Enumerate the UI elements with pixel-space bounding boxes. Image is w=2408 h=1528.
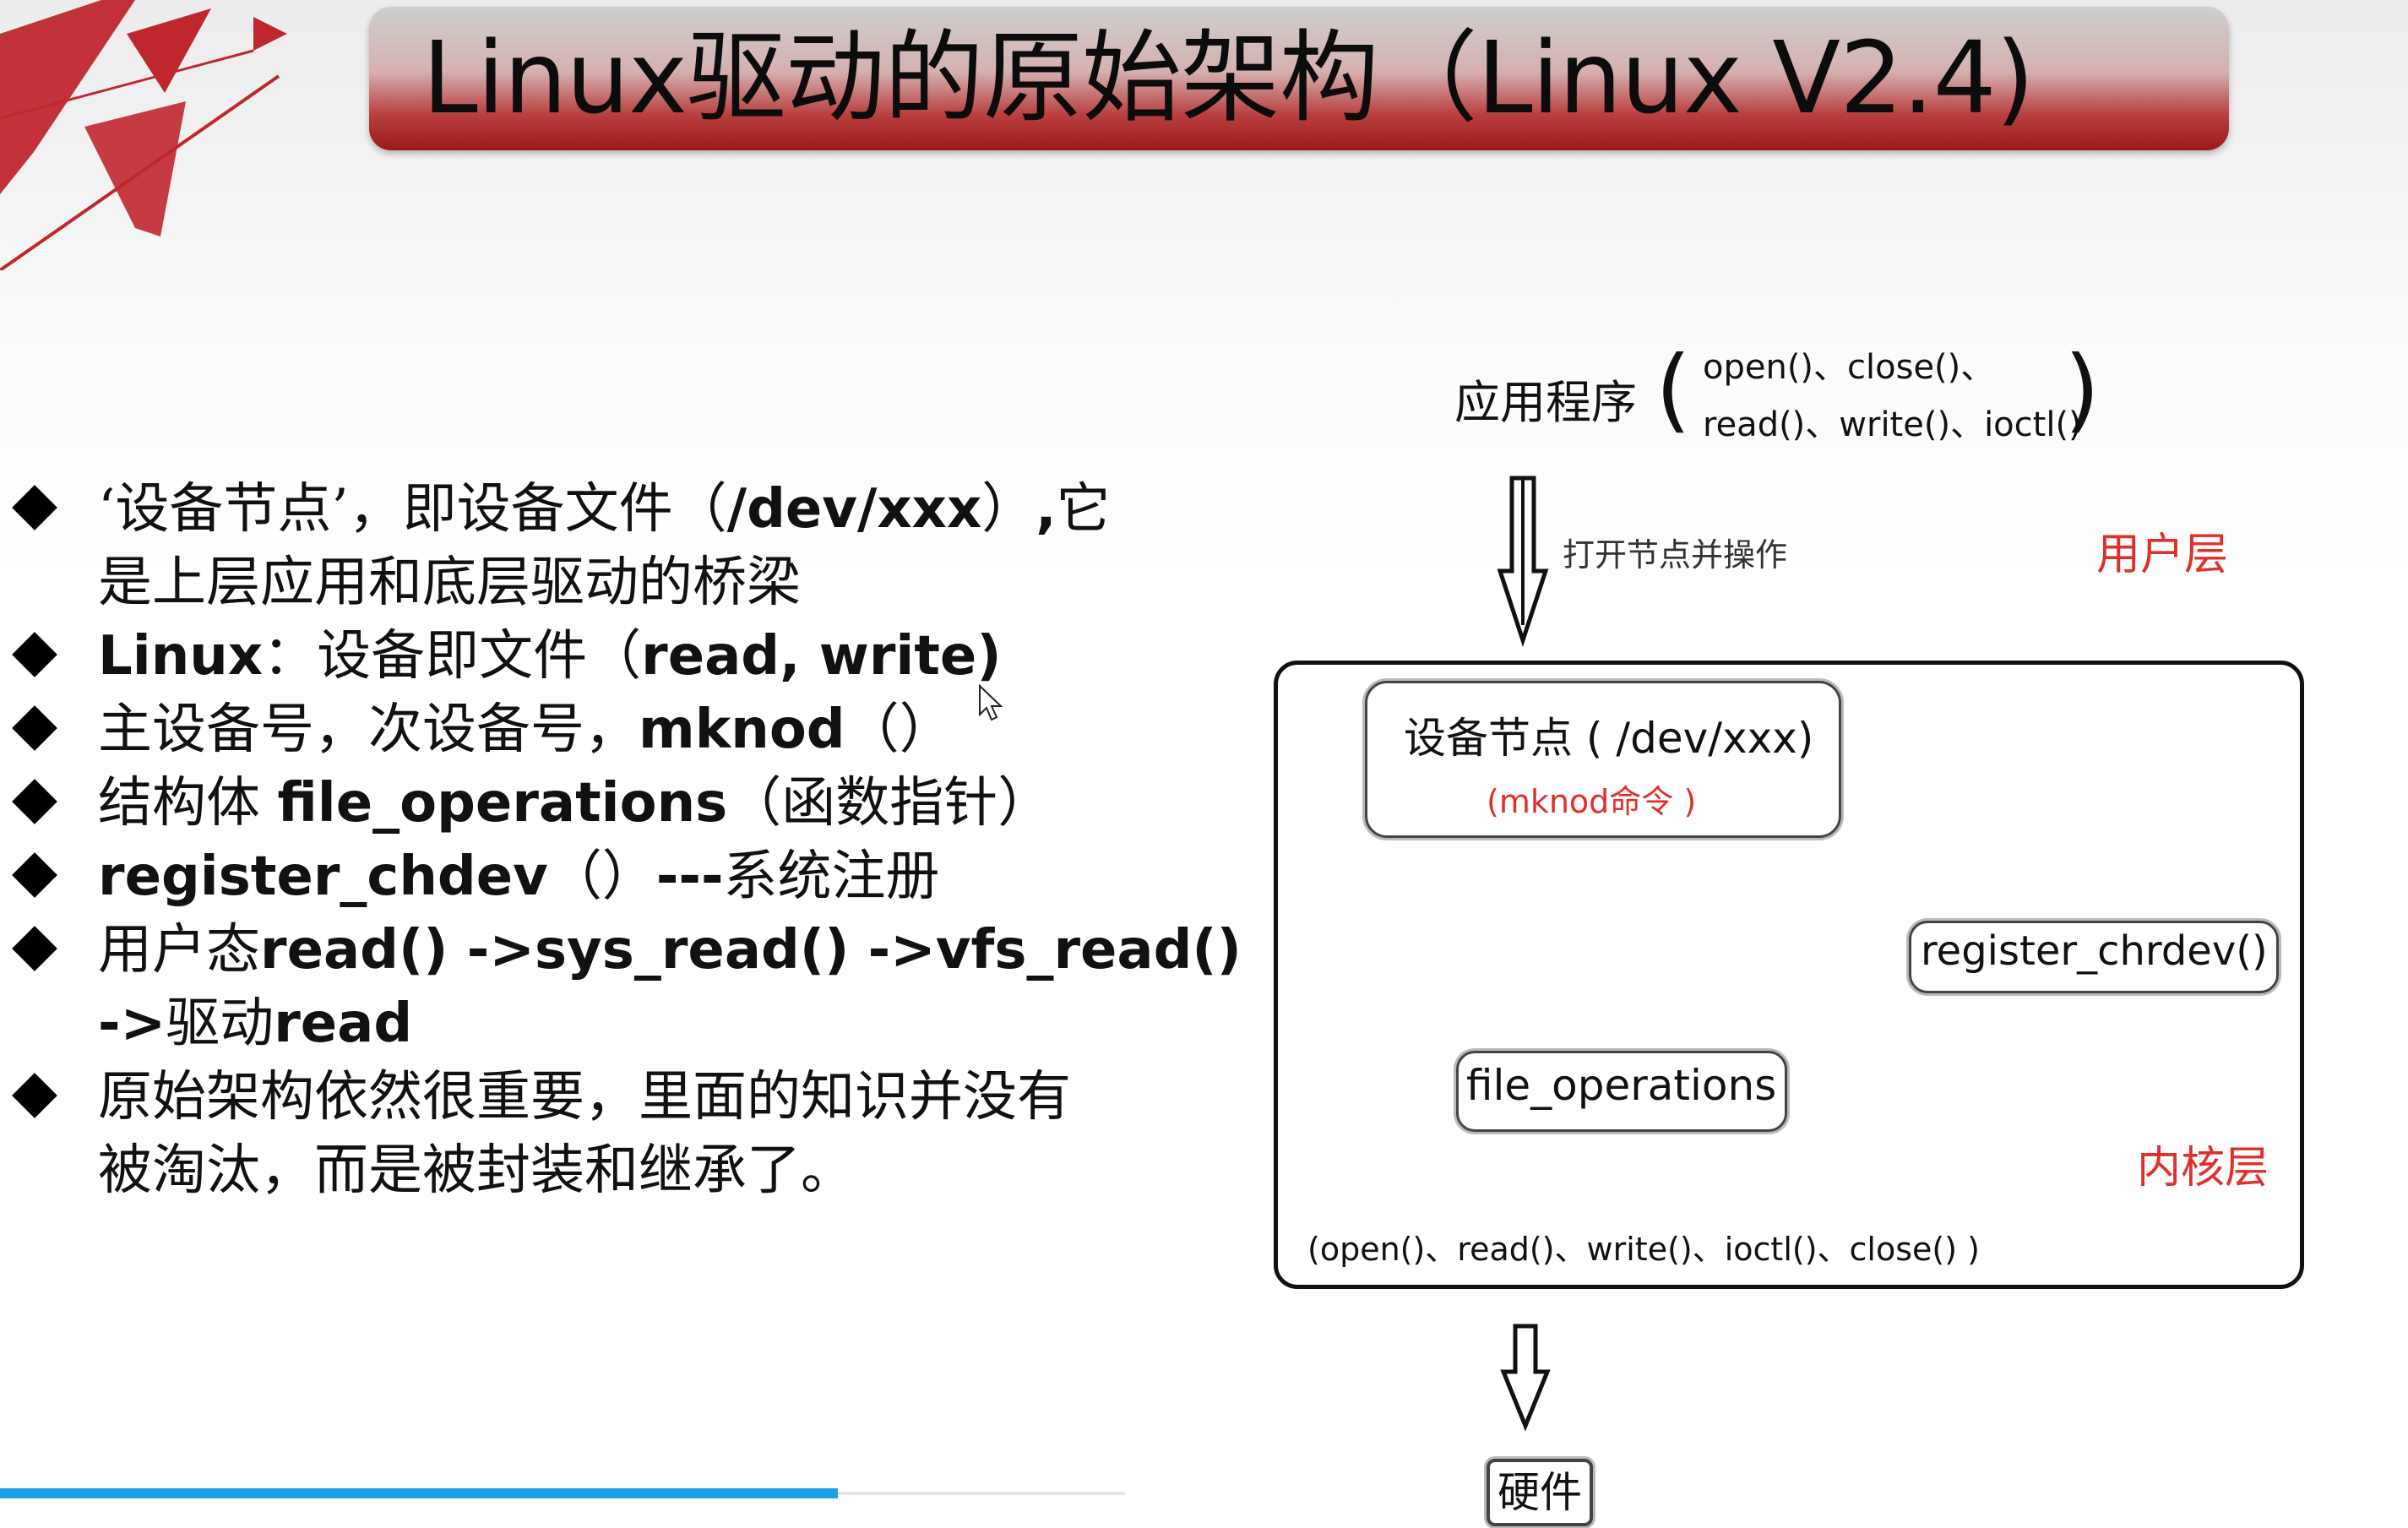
bullet-text: read() ->sys_read() ->vfs_read() <box>260 919 1242 982</box>
hardware-box: 硬件 <box>1487 1459 1593 1526</box>
bullet-text: 结构体 <box>98 772 278 835</box>
bullet-text: Linux <box>98 625 264 688</box>
app-calls-line2: read()、write()、ioctl() <box>1703 405 2082 444</box>
logo-arrow-icon <box>0 0 287 270</box>
bullet-text: （） <box>845 699 954 761</box>
down-arrow-icon <box>1500 1324 1551 1432</box>
bullet-text: 是上层应用和底层驱动的桥梁 <box>98 552 801 614</box>
bullet-text: （函数指针） <box>727 772 1052 835</box>
bullet-item: Linux：设备即文件（read, write) <box>0 620 1216 693</box>
bullet-line: Linux：设备即文件（read, write) <box>98 620 1216 693</box>
down-arrow-icon <box>1497 476 1549 647</box>
slide-title: Linux驱动的原始架构（Linux V2.4) <box>422 19 2035 136</box>
open-node-label: 打开节点并操作 <box>1563 536 1788 574</box>
register-label: register_chrdev() <box>1921 927 2268 975</box>
video-progress-track[interactable] <box>838 1492 1125 1495</box>
device-node-label: 设备节点 ( /dev/xxx) <box>1404 714 1814 763</box>
file-operations-box <box>1456 1051 1787 1132</box>
fops-calls-label: (open()、read()、write()、ioctl()、close() ) <box>1307 1231 1980 1268</box>
bullet-text: 系统注册 <box>723 846 940 908</box>
bullet-line: 结构体 file_operations（函数指针） <box>98 767 1216 840</box>
bullet-item: 原始架构依然很重要，里面的知识并没有被淘汰，而是被封装和继承了。 <box>0 1061 1216 1208</box>
bullet-item: register_chdev（）---系统注册 <box>0 840 1216 914</box>
bullet-line: 被淘汰，而是被封装和继承了。 <box>98 1134 1216 1208</box>
bullet-line: 主设备号，次设备号，mknod（） <box>98 693 1216 767</box>
video-progress-bar[interactable] <box>0 1488 838 1498</box>
user-layer-label: 用户层 <box>2096 530 2229 580</box>
bullet-text: mknod <box>639 699 845 761</box>
file-operations-label: file_operations <box>1466 1061 1777 1110</box>
bullet-text: ） <box>981 478 1036 541</box>
bullet-text: register_chdev <box>98 846 548 908</box>
bullet-text: 驱动 <box>166 992 275 1055</box>
bullet-text: 被淘汰，而是被封装和继承了。 <box>98 1139 855 1202</box>
bullet-text: 主设备号，次设备号， <box>98 699 639 761</box>
bullet-item: ‘设备节点’，即设备文件（/dev/xxx）,它是上层应用和底层驱动的桥梁 <box>0 473 1216 620</box>
bullet-text: --- <box>655 846 724 908</box>
app-label: 应用程序 <box>1454 376 1637 429</box>
bullet-text: 原始架构依然很重要，里面的知识并没有 <box>98 1066 1071 1128</box>
bullet-text: , <box>1035 478 1057 541</box>
app-calls-line1: open()、close()、 <box>1703 348 1995 387</box>
title-bar <box>369 7 2229 150</box>
bullet-text: ：设备即文件（ <box>263 625 642 688</box>
mknod-command-label: (mknod命令 ) <box>1487 783 1697 820</box>
bullet-text: ‘设备节点’，即设备文件（ <box>98 478 727 541</box>
bullet-text: read <box>274 992 413 1055</box>
bullet-text: file_operations <box>277 772 728 835</box>
kernel-layer-label: 内核层 <box>2137 1143 2269 1194</box>
svg-text:): ) <box>2064 337 2100 443</box>
bullet-text: 它 <box>1056 478 1111 541</box>
bullet-item: 结构体 file_operations（函数指针） <box>0 767 1216 840</box>
bullet-text: （） <box>547 846 656 908</box>
bullet-text: read, write) <box>641 625 1002 688</box>
bullet-line: 原始架构依然很重要，里面的知识并没有 <box>98 1061 1216 1134</box>
bullet-item: 主设备号，次设备号，mknod（） <box>0 693 1216 767</box>
bullet-text: /dev/xxx <box>726 478 982 541</box>
bullet-item: 用户态read() ->sys_read() ->vfs_read()->驱动r… <box>0 914 1242 1061</box>
bullet-line: 是上层应用和底层驱动的桥梁 <box>98 546 1216 620</box>
bullet-line: register_chdev（）---系统注册 <box>98 840 1216 914</box>
bullet-text: 用户态 <box>98 919 260 982</box>
register-box <box>1909 921 2279 993</box>
mouse-cursor-icon <box>979 684 1003 721</box>
bullet-line: ‘设备节点’，即设备文件（/dev/xxx）,它 <box>98 473 1216 546</box>
bullet-line: ->驱动read <box>98 987 1216 1061</box>
bullet-line: 用户态read() ->sys_read() ->vfs_read() <box>98 914 1242 987</box>
svg-text:(: ( <box>1655 337 1691 443</box>
bullet-text: -> <box>98 992 166 1055</box>
device-node-box <box>1365 681 1841 838</box>
